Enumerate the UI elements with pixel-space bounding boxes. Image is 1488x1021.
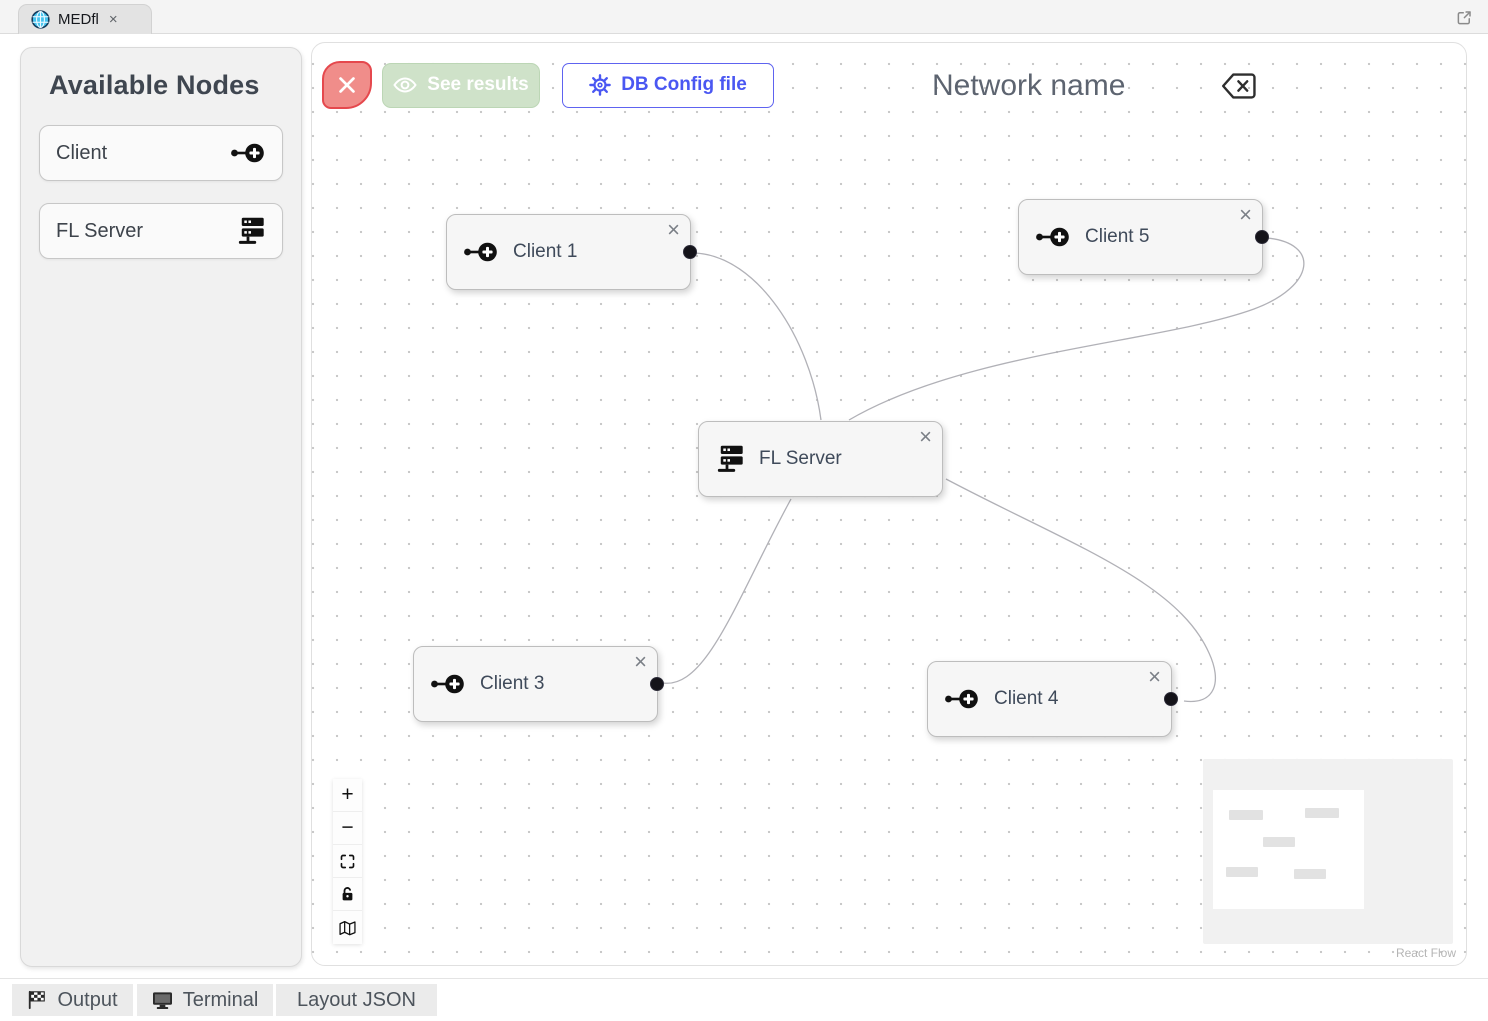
flow-canvas[interactable]: See results DB Config file bbox=[311, 42, 1467, 966]
node-source-handle[interactable] bbox=[1164, 692, 1178, 706]
node-label: Client 4 bbox=[994, 688, 1059, 709]
top-tab-bar: MEDfl × bbox=[0, 0, 1488, 34]
flow-toolbar: See results DB Config file bbox=[322, 61, 774, 109]
node-label: FL Server bbox=[759, 448, 842, 469]
network-name-clear-button[interactable] bbox=[1220, 69, 1258, 103]
flag-icon bbox=[27, 990, 47, 1010]
node-close-button[interactable]: × bbox=[1148, 664, 1161, 689]
node-close-button[interactable]: × bbox=[634, 649, 647, 674]
globe-icon bbox=[31, 10, 50, 29]
node-client-3[interactable]: Client 3 × bbox=[413, 646, 664, 722]
tab-terminal[interactable]: Terminal bbox=[137, 984, 273, 1016]
monitor-icon bbox=[152, 991, 173, 1010]
client-node-icon bbox=[230, 140, 266, 166]
minimap-node bbox=[1229, 810, 1263, 820]
minimap-node bbox=[1294, 869, 1326, 879]
node-client-1[interactable]: Client 1 × bbox=[446, 214, 697, 290]
node-close-button[interactable]: × bbox=[919, 424, 932, 449]
minimap-viewport bbox=[1213, 790, 1364, 909]
fit-view-icon bbox=[340, 854, 355, 869]
node-fl-server[interactable]: FL Server × bbox=[698, 421, 943, 497]
node-source-handle[interactable] bbox=[1255, 230, 1269, 244]
edge-client3-server[interactable] bbox=[662, 498, 792, 684]
network-name-input[interactable] bbox=[932, 69, 1208, 103]
close-icon bbox=[336, 74, 358, 96]
node-content: Client 1 bbox=[463, 215, 577, 289]
node-content: Client 4 bbox=[944, 662, 1058, 736]
tab-title: MEDfl bbox=[58, 11, 99, 28]
minimap-node bbox=[1305, 808, 1339, 818]
network-name-wrap bbox=[932, 69, 1258, 103]
palette-item-label: FL Server bbox=[56, 219, 144, 242]
node-label: Client 5 bbox=[1085, 226, 1150, 247]
node-content: FL Server bbox=[715, 422, 842, 496]
palette-item-client[interactable]: Client bbox=[39, 125, 283, 181]
flow-controls: + − bbox=[333, 779, 362, 944]
available-nodes-panel: Available Nodes Client FL Server bbox=[20, 47, 302, 967]
node-label: Client 3 bbox=[480, 673, 545, 694]
node-client-4[interactable]: Client 4 × bbox=[927, 661, 1178, 737]
zoom-in-button[interactable]: + bbox=[333, 779, 362, 812]
server-icon bbox=[715, 444, 745, 474]
lock-button[interactable] bbox=[333, 878, 362, 911]
available-nodes-title: Available Nodes bbox=[49, 70, 260, 100]
tab-label: Terminal bbox=[182, 988, 259, 1011]
tab-medfl[interactable]: MEDfl × bbox=[18, 4, 152, 34]
bottom-bar: Output Terminal Layout JSON bbox=[0, 978, 1488, 1021]
external-link-icon bbox=[1455, 9, 1473, 27]
node-source-handle[interactable] bbox=[650, 677, 664, 691]
node-close-button[interactable]: × bbox=[667, 217, 680, 242]
tab-label: Layout JSON bbox=[297, 988, 416, 1011]
see-results-button[interactable]: See results bbox=[382, 62, 540, 108]
map-icon bbox=[339, 920, 356, 936]
node-label: Client 1 bbox=[513, 241, 578, 262]
close-network-button[interactable] bbox=[322, 61, 372, 109]
eye-icon bbox=[393, 73, 417, 97]
unlock-icon bbox=[340, 886, 355, 902]
tab-label: Output bbox=[57, 988, 118, 1011]
node-palette: Client FL Server bbox=[21, 111, 301, 273]
palette-item-label: Client bbox=[56, 141, 108, 164]
edge-client1-server[interactable] bbox=[694, 252, 822, 421]
react-flow-attribution: React Flow bbox=[1395, 946, 1456, 960]
client-node-icon bbox=[944, 686, 980, 712]
backspace-icon bbox=[1220, 70, 1258, 102]
tab-close-icon[interactable]: × bbox=[108, 11, 118, 28]
server-icon bbox=[236, 216, 266, 246]
tab-output[interactable]: Output bbox=[12, 984, 133, 1016]
node-content: Client 5 bbox=[1035, 200, 1149, 274]
minimap[interactable] bbox=[1203, 759, 1453, 944]
node-content: Client 3 bbox=[430, 647, 544, 721]
gear-icon bbox=[589, 74, 612, 96]
palette-item-fl-server[interactable]: FL Server bbox=[39, 203, 283, 259]
fit-view-button[interactable] bbox=[333, 845, 362, 878]
minimap-toggle-button[interactable] bbox=[333, 911, 362, 944]
node-client-5[interactable]: Client 5 × bbox=[1018, 199, 1269, 275]
client-node-icon bbox=[1035, 224, 1071, 250]
open-external-button[interactable] bbox=[1454, 8, 1474, 28]
client-node-icon bbox=[463, 239, 499, 265]
minimap-node bbox=[1226, 867, 1258, 877]
see-results-label: See results bbox=[427, 74, 529, 95]
tab-layout-json[interactable]: Layout JSON bbox=[276, 984, 437, 1016]
node-source-handle[interactable] bbox=[683, 245, 697, 259]
minimap-node bbox=[1263, 837, 1295, 847]
db-config-label: DB Config file bbox=[621, 74, 747, 95]
zoom-out-button[interactable]: − bbox=[333, 812, 362, 845]
client-node-icon bbox=[430, 671, 466, 697]
node-close-button[interactable]: × bbox=[1239, 202, 1252, 227]
db-config-button[interactable]: DB Config file bbox=[562, 62, 774, 108]
